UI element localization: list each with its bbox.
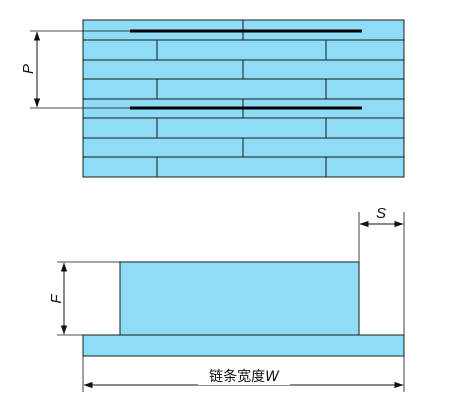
pitch-extension-lines — [30, 30, 130, 109]
width-label-symbol: W — [265, 369, 280, 385]
side-extension-lines — [57, 212, 405, 392]
offset-label: S — [376, 205, 386, 222]
width-label-background — [198, 367, 290, 385]
top-view: P — [20, 19, 405, 178]
pitch-label: P — [20, 64, 37, 74]
flight-height-label: F — [48, 294, 65, 304]
width-label-text: 链条宽度 — [209, 368, 265, 385]
side-view: F S 链条宽度W — [48, 205, 405, 392]
flight-block — [119, 261, 360, 336]
pins — [130, 29, 362, 110]
chain-base-strip — [82, 334, 405, 357]
width-label: 链条宽度W — [209, 368, 280, 385]
plate-joints — [156, 20, 327, 177]
